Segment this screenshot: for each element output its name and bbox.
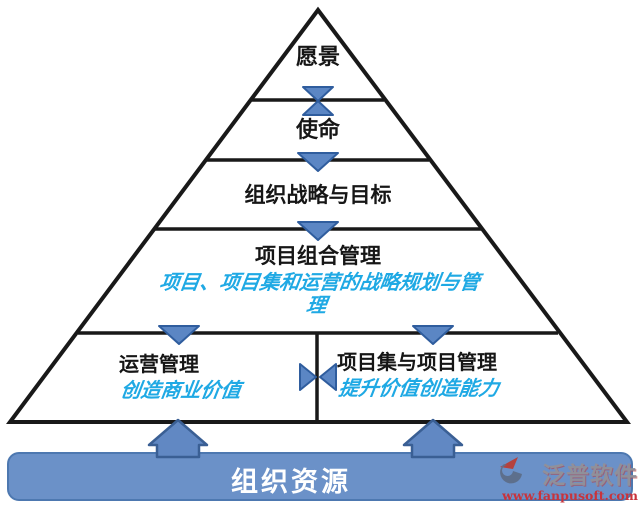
- watermark-brand: 泛普软件: [542, 463, 638, 489]
- up-arrow-icon: [147, 418, 209, 459]
- bowtie-left-icon: [299, 363, 317, 391]
- down-arrow-icon: [412, 325, 454, 345]
- bowtie-right-icon: [319, 363, 337, 391]
- program-project-label: 项目集与项目管理: [337, 350, 497, 374]
- operations-subtitle: 创造商业价值: [119, 378, 243, 402]
- base-bar-label: 组织资源: [231, 467, 351, 498]
- down-arrow-icon: [297, 152, 339, 172]
- pyramid-outline: [6, 6, 631, 424]
- level-portfolio-label: 项目组合管理: [255, 244, 381, 268]
- program-project-subtitle: 提升价值创造能力: [337, 376, 501, 400]
- level-strategy-label: 组织战略与目标: [244, 183, 392, 207]
- fanpu-logo-icon: [500, 457, 522, 484]
- down-arrow-icon: [158, 325, 200, 345]
- level-vision-label: 愿景: [295, 45, 341, 70]
- watermark-url: www.fanpusoft.com: [502, 488, 638, 503]
- level-mission-label: 使命: [295, 118, 341, 143]
- base-bar: [7, 452, 633, 501]
- operations-cell: 运营管理 创造商业价值: [119, 351, 243, 403]
- hourglass-connector-bottom-icon: [302, 100, 334, 116]
- level-portfolio-subtitle: 项目、项目集和运营的战略规划与管理: [158, 270, 482, 317]
- hourglass-connector-top-icon: [302, 86, 334, 102]
- up-arrow-icon: [402, 418, 464, 459]
- program-project-cell: 项目集与项目管理 提升价值创造能力: [337, 349, 501, 401]
- operations-label: 运营管理: [119, 352, 199, 376]
- down-arrow-icon: [297, 221, 339, 241]
- watermark: 泛普软件 www.fanpusoft.com: [496, 456, 638, 503]
